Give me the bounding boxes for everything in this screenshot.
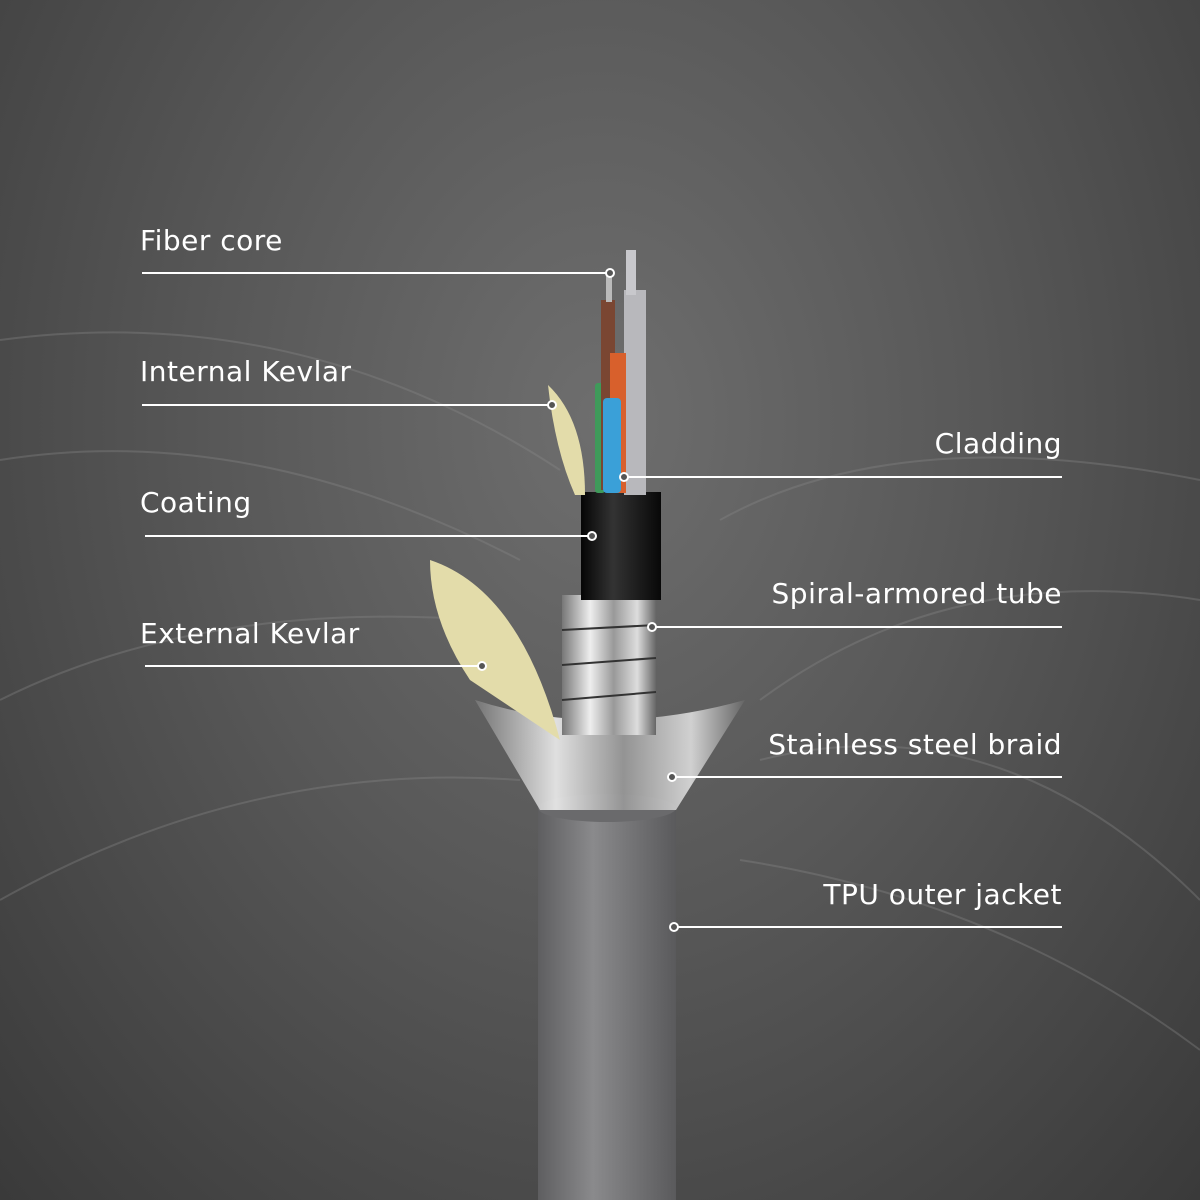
label-cladding: Cladding: [934, 427, 1062, 460]
label-internal-kevlar: Internal Kevlar: [140, 355, 352, 388]
leader-lines: [142, 268, 1062, 932]
label-fiber-core: Fiber core: [140, 224, 283, 257]
label-spiral-armored-tube: Spiral-armored tube: [771, 577, 1062, 610]
fibers: [595, 250, 646, 495]
label-coating: Coating: [140, 486, 252, 519]
label-external-kevlar: External Kevlar: [140, 617, 360, 650]
label-tpu-outer-jacket: TPU outer jacket: [823, 878, 1062, 911]
spiral-armored-tube: [562, 595, 656, 735]
external-kevlar: [430, 560, 560, 740]
internal-kevlar: [548, 385, 585, 495]
background-light-streaks: [0, 331, 1200, 1051]
coating: [581, 492, 661, 600]
tpu-outer-jacket: [538, 805, 676, 1200]
label-stainless-steel-braid: Stainless steel braid: [768, 728, 1062, 761]
